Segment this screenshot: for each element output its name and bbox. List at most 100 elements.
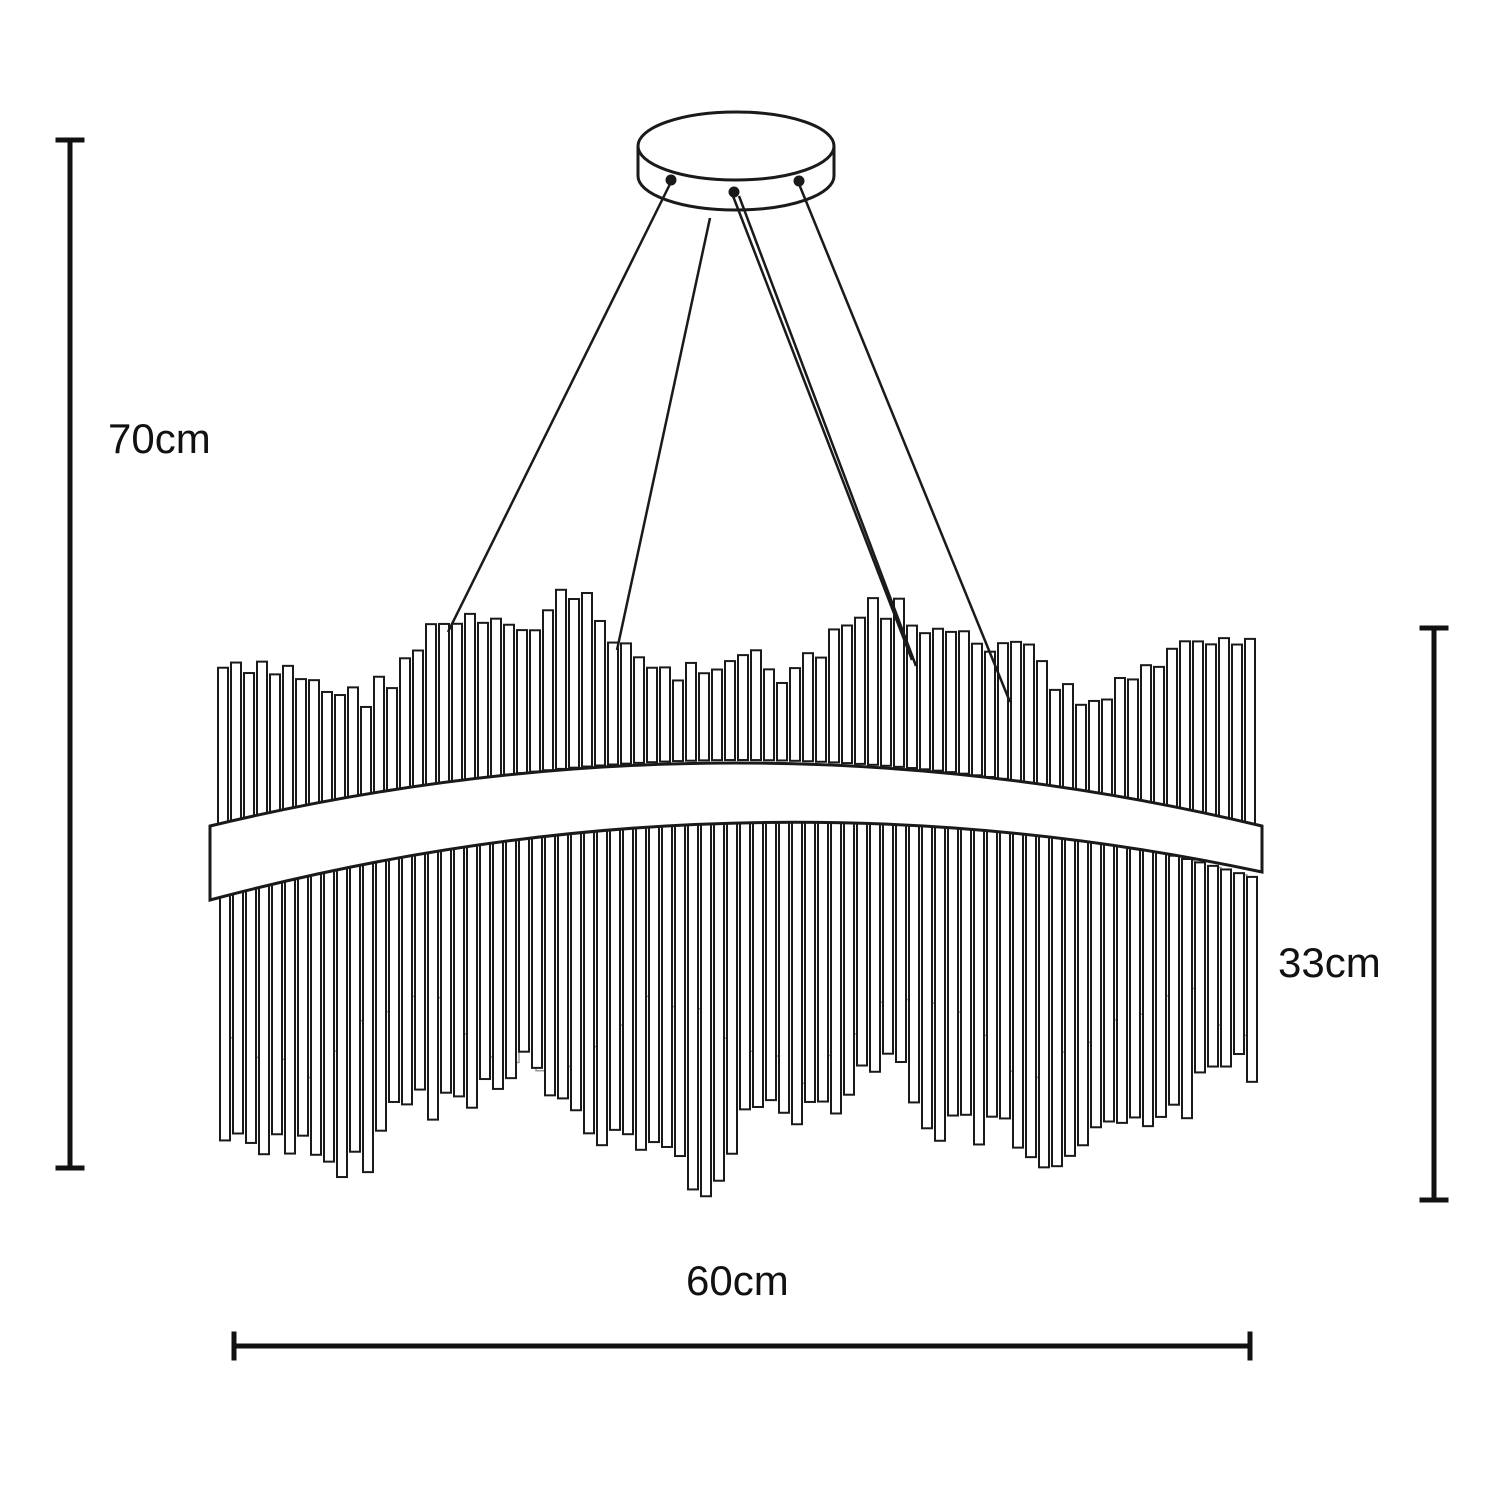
crystal-rod — [659, 666, 671, 763]
crystal-rod — [789, 667, 801, 762]
crystal-rod — [971, 642, 983, 777]
crystal-rod — [609, 805, 621, 1131]
crystal-rod — [479, 820, 491, 1081]
crystal-rod — [581, 592, 593, 768]
crystal-rod — [425, 623, 437, 788]
crystal-rod — [516, 629, 528, 775]
crystal-rod — [908, 809, 920, 1104]
crystal-rod — [243, 672, 255, 828]
crystal-rod — [882, 807, 894, 1055]
crystal-rod — [726, 801, 738, 1155]
crystal-rod — [867, 597, 879, 766]
crystal-rod — [1036, 660, 1048, 786]
crystal-rod — [934, 812, 946, 1142]
crystal-rod — [1246, 875, 1258, 1083]
crystal-rod — [1220, 868, 1232, 1068]
crystal-rod — [1181, 858, 1193, 1120]
crystal-rod — [542, 609, 554, 772]
crystal-rod — [438, 622, 450, 786]
crystal-rod — [633, 656, 645, 764]
crystal-rod — [750, 649, 762, 762]
diameter-label: 60cm — [686, 1257, 789, 1304]
crystal-rod — [869, 806, 881, 1073]
crystal-rod — [362, 841, 374, 1174]
crystal-rod — [765, 801, 777, 1102]
crystal-rod — [1153, 665, 1165, 809]
crystal-rod — [477, 621, 489, 780]
crystal-rod — [1114, 677, 1126, 801]
crystal-rod — [349, 844, 361, 1153]
crystal-rod — [841, 624, 853, 765]
crystal-rod — [1166, 647, 1178, 813]
crystal-rod — [776, 681, 788, 762]
crystal-rod — [763, 668, 775, 762]
suspension-cables — [446, 181, 1012, 703]
crystal-rod — [399, 657, 411, 793]
crystal-rod — [360, 705, 372, 800]
crystal-rod — [284, 860, 296, 1155]
crystal-rod — [529, 629, 541, 773]
crystal-rod — [856, 805, 868, 1067]
crystal-rod — [503, 623, 515, 776]
crystal-rod — [1233, 872, 1245, 1056]
crystal-rod — [1192, 640, 1204, 819]
crystal-rod — [984, 650, 996, 779]
crystal-rod — [440, 826, 452, 1094]
crystal-rod — [334, 694, 346, 806]
crystal-rod — [817, 802, 829, 1103]
crystal-rod — [347, 686, 359, 803]
crystal-rod — [895, 808, 907, 1064]
crystal-rod — [945, 630, 957, 774]
dimension-lines — [55, 137, 1449, 1361]
crystal-rod — [1207, 864, 1219, 1068]
crystal-rod — [505, 816, 517, 1080]
crystal-rod — [830, 803, 842, 1115]
height-dimension-line — [55, 137, 85, 1171]
ring-band — [208, 761, 1264, 902]
crystal-rod — [271, 863, 283, 1136]
crystal-rod — [1116, 842, 1128, 1124]
crystal-rod — [711, 668, 723, 762]
crystal-rod — [700, 801, 712, 1198]
crystal-rod — [1023, 643, 1035, 784]
crystal-rod — [451, 622, 463, 784]
ceiling-canopy — [636, 110, 836, 212]
crystal-rod — [1101, 698, 1113, 798]
crystal-rod — [880, 617, 892, 767]
crystal-rod — [674, 802, 686, 1158]
crystal-rod — [986, 818, 998, 1118]
crystal-rod — [256, 660, 268, 825]
crystal-rod — [921, 810, 933, 1130]
crystal-rod — [1049, 688, 1061, 789]
crystal-rod — [739, 801, 751, 1111]
crystal-rod — [583, 807, 595, 1135]
crystal-rod — [1077, 834, 1089, 1147]
crystal-rod — [295, 678, 307, 815]
crystal-rod — [1075, 703, 1087, 793]
crystal-rod — [999, 820, 1011, 1120]
width-dimension-line — [231, 1331, 1253, 1361]
crystal-rod — [1168, 854, 1180, 1106]
crystal-rod — [1103, 839, 1115, 1123]
crystal-rod — [1012, 822, 1024, 1149]
drop-dimension-line — [1419, 625, 1449, 1203]
crystal-rod — [804, 802, 816, 1103]
crystal-rod — [1244, 637, 1256, 833]
crystal-rod — [219, 878, 231, 1142]
crystal-rod — [321, 690, 333, 809]
crystal-rod — [427, 828, 439, 1121]
crystal-rod — [1194, 861, 1206, 1074]
crystal-rod — [947, 813, 959, 1117]
crystal-rod — [594, 619, 606, 767]
crystal-rod — [802, 652, 814, 763]
crystal-rod — [791, 801, 803, 1126]
crystal-rod — [401, 833, 413, 1106]
crystal-rod — [1179, 640, 1191, 816]
crystal-rod — [555, 588, 567, 770]
crystal-rod — [1064, 831, 1076, 1157]
crystal-rod — [282, 664, 294, 818]
crystal-rod — [724, 660, 736, 762]
crystal-rod — [648, 803, 660, 1144]
